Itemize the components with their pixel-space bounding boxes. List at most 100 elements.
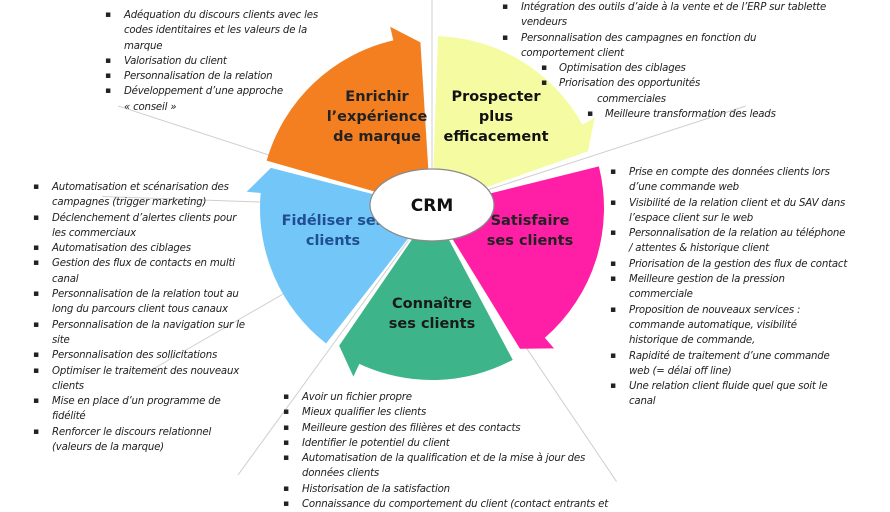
segment-label-line: Fidéliser ses <box>282 213 385 229</box>
list-item: Priorisation des opportunitéscommerciale… <box>497 76 867 107</box>
list-item-text: Meilleure gestion de la pression <box>629 274 785 286</box>
list-item: Personnalisation de la relation tout au l… <box>28 287 278 318</box>
list-item-text-continued: commande automatique, visibilité <box>629 319 797 331</box>
list-item-text: Rapidité de traitement d’une commande <box>629 350 830 362</box>
satisfaire-benefits-list: Prise en compte des données clients lors… <box>605 165 875 410</box>
list-item: Intégration des outils d’aide à la vente… <box>497 0 867 31</box>
list-item-text-continued: / attentes & historique client <box>629 243 769 255</box>
segment-label-line: de marque <box>333 129 421 145</box>
list-item: Identifier le potentiel du client <box>278 436 638 452</box>
list-item: Meilleure gestion de la pression commerci… <box>605 272 875 303</box>
list-item: Automatisation et scénarisation des campa… <box>28 180 278 211</box>
list-item-text-continued: codes identitaires et les valeurs de la <box>124 25 307 37</box>
list-item-text: Prise en compte des données clients lors <box>629 167 830 178</box>
list-item-text-continued: commerciale <box>629 289 693 301</box>
list-item-text: Mise en place d’un programme de <box>52 396 221 408</box>
list-item-text: Valorisation du client <box>124 55 227 67</box>
segment-connaitre <box>339 233 513 380</box>
list-item-text: Meilleure transformation des leads <box>605 109 776 121</box>
list-item-text: Identifier le potentiel du client <box>302 437 450 449</box>
list-item-text: Gestion des flux de contacts en multi <box>52 258 235 270</box>
list-item-text-continued: comportement client <box>521 47 624 59</box>
list-item-text: Personnalisation de la relation au télép… <box>629 228 846 240</box>
list-item-text: Mieux qualifier les clients <box>302 407 427 419</box>
list-item-text-continued: long du parcours client tous canaux <box>52 304 228 316</box>
list-item-text-continued: fidélité <box>52 411 86 423</box>
list-item-text-continued: données clients <box>302 468 379 480</box>
list-item: Historisation de la satisfaction <box>278 482 638 498</box>
segment-label-fideliser: Fidéliser ses clients <box>282 213 385 249</box>
list-item: Une relation client fluide quel que soit… <box>605 379 875 410</box>
list-item: Avoir un fichier propre <box>278 390 638 406</box>
list-item-text-continued: canal <box>629 396 656 408</box>
enrichir-benefits-list: Adéquation du discours clients avec les c… <box>100 8 360 115</box>
list-item-text: Renforcer le discours relationnel <box>52 426 212 438</box>
list-item: Prise en compte des données clients lors… <box>605 165 875 196</box>
segment-label-line: Connaître <box>392 296 472 312</box>
list-item: Rapidité de traitement d’une commande web… <box>605 349 875 380</box>
list-item-text: Adéquation du discours clients avec les <box>124 10 318 21</box>
segment-label-line: ses clients <box>389 316 475 332</box>
segment-label-line: Enrichir <box>345 89 409 105</box>
list-item-text-continued: site <box>52 334 70 346</box>
list-item-text: Automatisation et scénarisation des <box>52 182 229 193</box>
list-item-text: Une relation client fluide quel que soit… <box>629 381 828 393</box>
list-item: Optimisation des ciblages <box>497 61 867 77</box>
list-item-text: Avoir un fichier propre <box>302 392 412 403</box>
list-item: Personnalisation de la relation <box>100 69 360 85</box>
list-item-text: Connaissance du comportement du client (… <box>302 499 609 511</box>
list-item: Personnalisation des sollicitations <box>28 348 278 364</box>
list-item: Meilleure transformation des leads <box>497 107 867 123</box>
list-item: Visibilité de la relation client et du S… <box>605 196 875 227</box>
list-item: Priorisation de la gestion des flux de c… <box>605 257 875 273</box>
list-item-text-continued: les commerciaux <box>52 227 136 239</box>
list-item-text: Personnalisation de la relation tout au <box>52 289 239 301</box>
list-item-text: Personnalisation des campagnes en foncti… <box>521 32 757 44</box>
list-item-text-continued: l’espace client sur le web <box>629 212 754 224</box>
list-item-text: Meilleure gestion des filières et des co… <box>302 422 521 434</box>
list-item: Renforcer le discours relationnel (valeur… <box>28 425 278 456</box>
list-item: Personnalisation des campagnes en foncti… <box>497 31 867 62</box>
list-item-text-continued: (valeurs de la marque) <box>52 442 164 454</box>
list-item: Connaissance du comportement du client (… <box>278 497 638 512</box>
list-item-text-continued: « conseil » <box>124 101 177 113</box>
list-item: Automatisation de la qualification et de… <box>278 451 638 482</box>
list-item: Gestion des flux de contacts en multi can… <box>28 256 278 287</box>
list-item: Automatisation des ciblages <box>28 241 278 257</box>
list-item: Meilleure gestion des filières et des co… <box>278 421 638 437</box>
list-item: Personnalisation de la navigation sur le… <box>28 318 278 349</box>
crm-center-ellipse <box>369 168 495 242</box>
list-item: Déclenchement d’alertes clients pourles … <box>28 211 278 242</box>
segment-label-line: Satisfaire <box>491 213 570 229</box>
list-item: Optimiser le traitement des nouveauxclie… <box>28 364 278 395</box>
list-item-text: Intégration des outils d’aide à la vente… <box>521 2 827 13</box>
list-item-text-continued: canal <box>52 273 79 285</box>
fideliser-benefits-list: Automatisation et scénarisation des campa… <box>28 180 278 455</box>
list-item: Valorisation du client <box>100 54 360 70</box>
segment-label-line: efficacement <box>443 129 548 145</box>
list-item-text-continued: campagnes (trigger marketing) <box>52 197 207 209</box>
list-item: Mieux qualifier les clients <box>278 405 638 421</box>
list-item-text: Personnalisation de la relation <box>124 71 273 83</box>
list-item-text: Optimisation des ciblages <box>559 63 686 75</box>
list-item-text: Visibilité de la relation client et du S… <box>629 197 846 209</box>
list-item-text: Priorisation des opportunités <box>559 78 701 90</box>
list-item-text: Proposition de nouveaux services : <box>629 304 801 316</box>
list-item: Développement d’une approche« conseil » <box>100 84 360 115</box>
list-item-text: Historisation de la satisfaction <box>302 483 450 495</box>
list-item-text: Priorisation de la gestion des flux de c… <box>629 258 848 270</box>
list-item: Adéquation du discours clients avec les c… <box>100 8 360 54</box>
segment-label-connaitre: Connaître ses clients <box>389 296 475 332</box>
list-item: Personnalisation de la relation au télép… <box>605 226 875 257</box>
list-item-text-continued: historique de commande, <box>629 335 755 347</box>
segment-label-line: clients <box>306 233 360 249</box>
list-item-text-continued: marque <box>124 40 163 52</box>
list-item-text: Personnalisation des sollicitations <box>52 350 218 362</box>
crm-center-label: CRM <box>411 196 453 216</box>
list-item-text: Optimiser le traitement des nouveaux <box>52 365 240 377</box>
list-item-text-continued: web (= délai off line) <box>629 365 732 377</box>
list-item-text: Automatisation de la qualification et de… <box>302 453 586 465</box>
